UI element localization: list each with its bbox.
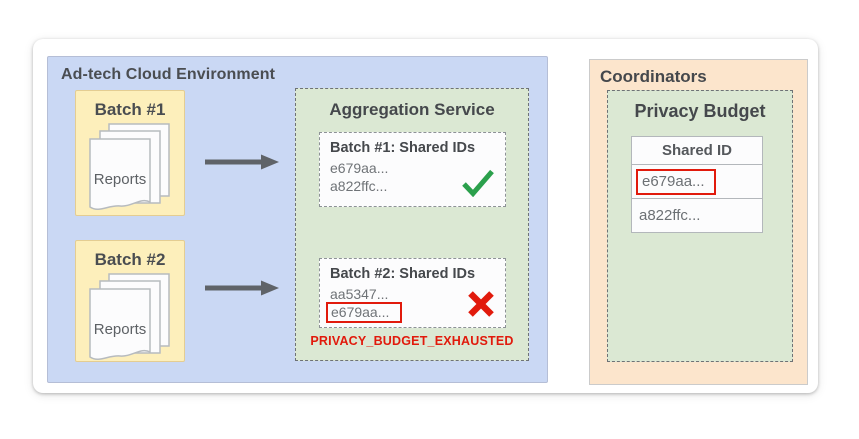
arrow-batch2-to-aggregation-icon [205, 280, 279, 296]
shared-id-table-header: Shared ID [632, 137, 762, 165]
batch-1-label: Batch #1 [94, 100, 166, 119]
duplicate-shared-id-highlight: e679aa... [326, 302, 403, 323]
shared-id-value: aa5347... [330, 286, 389, 302]
check-icon [462, 169, 494, 197]
batch-1-result-heading: Batch #1: Shared IDs [330, 140, 476, 156]
reports-label: Reports [94, 321, 147, 338]
aggregation-service-box: Aggregation Service Batch #1: Shared IDs… [295, 88, 529, 361]
batch-1-result-box: Batch #1: Shared IDs e679aa... a822ffc..… [319, 132, 506, 207]
reports-label: Reports [94, 171, 147, 188]
arrow-batch1-to-aggregation-icon [205, 154, 279, 170]
x-icon [468, 291, 494, 317]
shared-id-value: a822ffc... [330, 178, 388, 194]
adtech-environment-title: Ad-tech Cloud Environment [61, 66, 276, 83]
privacy-budget-exhausted-label: PRIVACY_BUDGET_EXHAUSTED [310, 334, 514, 348]
aggregation-service-title: Aggregation Service [329, 100, 495, 119]
privacy-budget-box: Privacy Budget Shared ID e679aa... a822f… [607, 90, 793, 362]
shared-id-value: e679aa... [330, 160, 389, 176]
coordinators-title: Coordinators [600, 67, 707, 86]
reports-stack-icon: Reports [89, 273, 170, 360]
batch-2-result-box: Batch #2: Shared IDs aa5347... e679aa... [319, 258, 506, 328]
batch-2-label: Batch #2 [94, 250, 166, 269]
table-row: a822ffc... [632, 198, 762, 232]
consumed-shared-id-highlight: e679aa... [636, 169, 716, 196]
batch-1-box: Batch #1 Reports [75, 90, 185, 216]
privacy-budget-title: Privacy Budget [634, 101, 766, 121]
table-row: e679aa... [632, 165, 762, 198]
coordinators-box: Coordinators Privacy Budget Shared ID e6… [589, 59, 808, 385]
shared-id-table: Shared ID e679aa... a822ffc... [631, 136, 763, 233]
batch-2-result-heading: Batch #2: Shared IDs [330, 266, 476, 282]
batch-2-box: Batch #2 Reports [75, 240, 185, 362]
reports-stack-icon: Reports [89, 123, 170, 210]
